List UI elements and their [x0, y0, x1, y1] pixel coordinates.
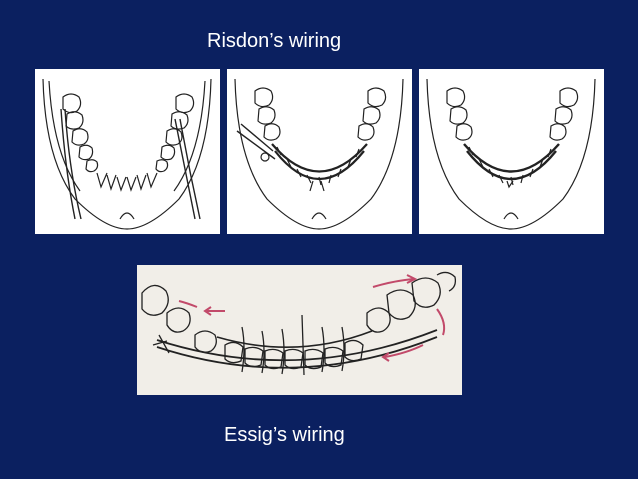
- essig-wiring-illustration: [137, 265, 462, 395]
- slide-title-essig: Essig’s wiring: [224, 424, 345, 446]
- risdon-stage-1-illustration: [35, 69, 220, 234]
- risdon-stage-3-illustration: [419, 69, 604, 234]
- slide-title-risdon: Risdon’s wiring: [207, 30, 342, 52]
- risdon-stage-2-illustration: [227, 69, 412, 234]
